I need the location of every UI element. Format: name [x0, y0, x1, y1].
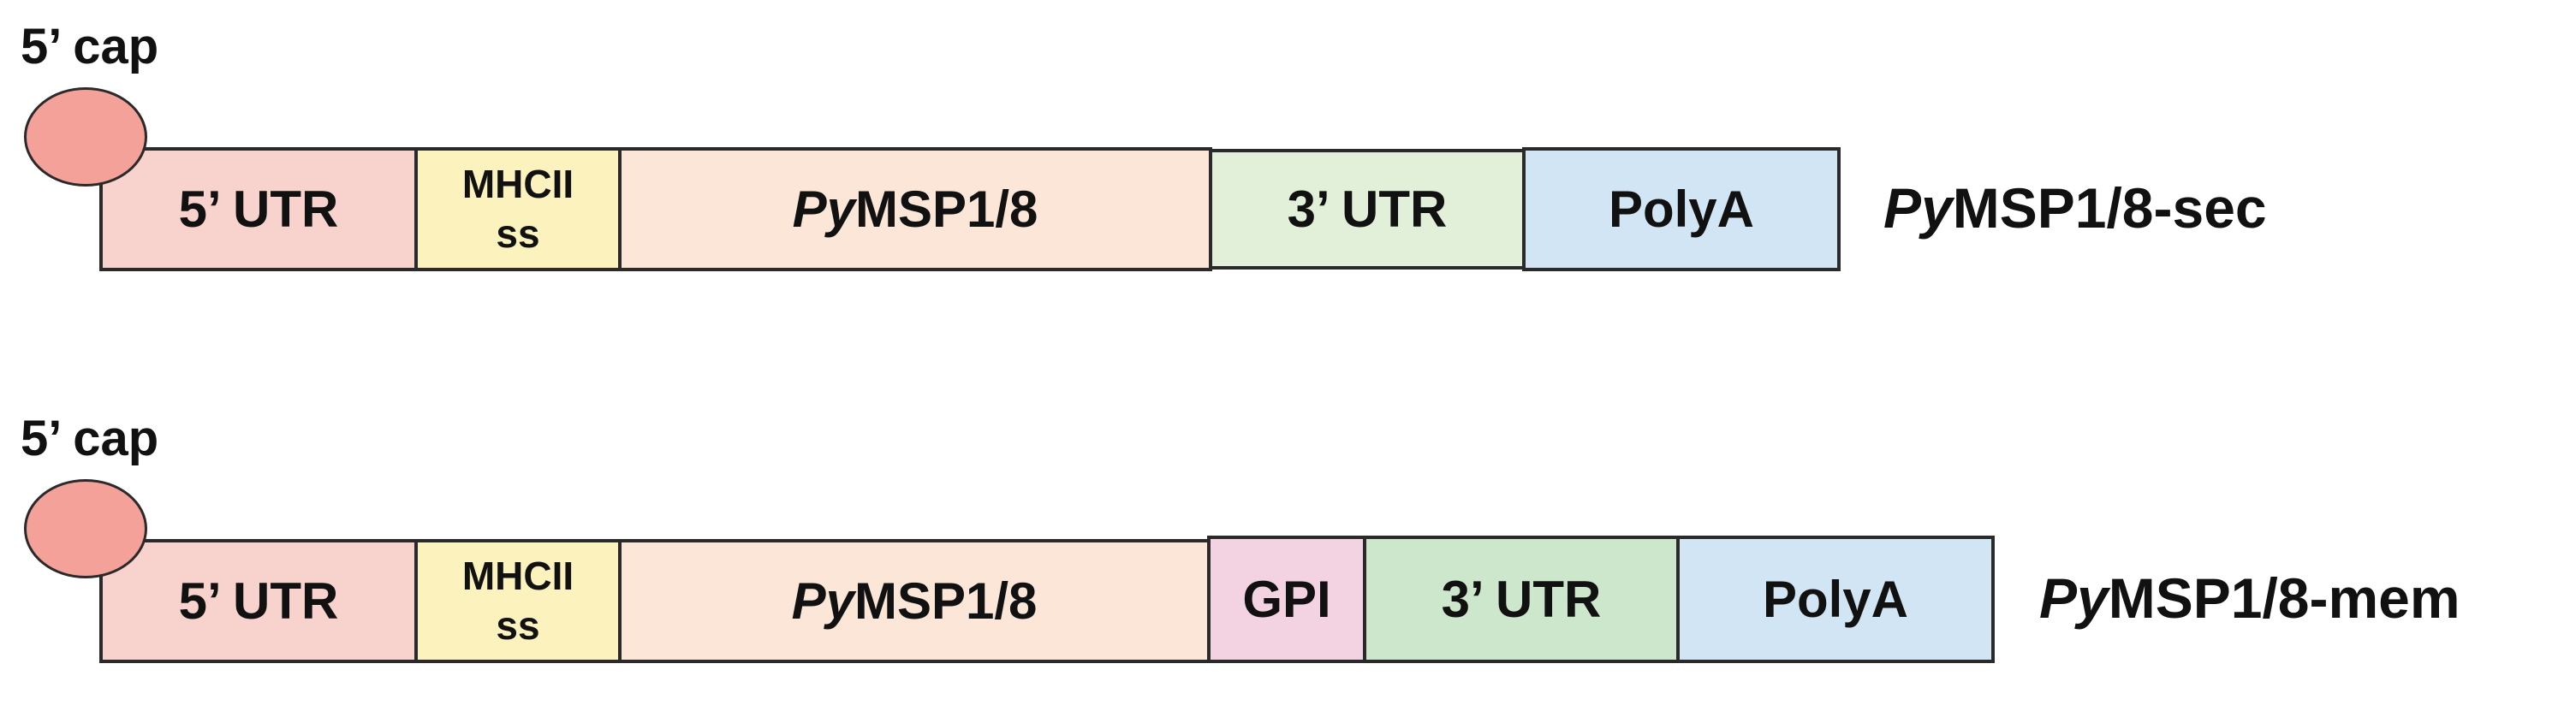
gene-rest: MSP1/8 — [854, 181, 1038, 238]
construct-name: PyMSP1/8-mem — [2039, 570, 2460, 626]
segment-gene: PyMSP1/8 — [618, 147, 1212, 271]
gene-italic: Py — [791, 572, 854, 630]
segment-mhcii-ss: MHCII ss — [414, 539, 622, 663]
name-italic: Py — [2039, 566, 2109, 630]
name-rest: MSP1/8-mem — [2108, 566, 2460, 630]
mhcii-line1: MHCII — [461, 162, 574, 206]
name-rest: MSP1/8-sec — [1952, 176, 2267, 240]
cap-label: 5’ cap — [21, 19, 159, 74]
construct-mem: 5’ cap 5’ UTR MHCII ss PyMSP1/8 GPI 3’ U… — [0, 392, 2576, 717]
mrna-strip: 5’ UTR MHCII ss PyMSP1/8 GPI 3’ UTR Poly… — [0, 392, 2576, 717]
segment-polya: PolyA — [1676, 536, 1995, 663]
cap-circle — [24, 479, 147, 578]
cap-circle — [24, 87, 147, 187]
mhcii-line2: ss — [496, 210, 540, 256]
construct-sec: 5’ cap 5’ UTR MHCII ss PyMSP1/8 3’ UTR P… — [0, 0, 2576, 325]
segment-3utr: 3’ UTR — [1209, 149, 1526, 270]
segment-5utr: 5’ UTR — [99, 539, 418, 663]
segment-gene: PyMSP1/8 — [618, 539, 1211, 663]
mhcii-line2: ss — [496, 602, 540, 648]
mhcii-line1: MHCII — [461, 554, 574, 598]
mrna-strip: 5’ UTR MHCII ss PyMSP1/8 3’ UTR PolyA — [0, 0, 2576, 325]
segment-mhcii-ss: MHCII ss — [414, 147, 622, 271]
gene-italic: Py — [792, 181, 855, 238]
cap-label: 5’ cap — [21, 411, 159, 466]
gene-rest: MSP1/8 — [854, 572, 1038, 630]
name-italic: Py — [1883, 176, 1953, 240]
segment-3utr: 3’ UTR — [1363, 536, 1680, 663]
segment-polya: PolyA — [1522, 147, 1841, 271]
segment-gpi: GPI — [1207, 536, 1366, 663]
construct-name: PyMSP1/8-sec — [1883, 180, 2267, 236]
segment-5utr: 5’ UTR — [99, 147, 418, 271]
